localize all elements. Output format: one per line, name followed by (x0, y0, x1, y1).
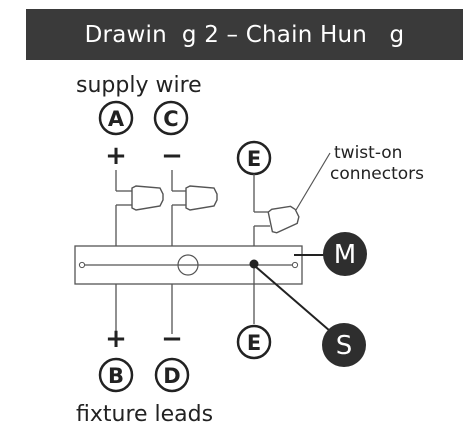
terminal-a-letter: A (108, 107, 125, 131)
wire-nut-c (185, 185, 218, 211)
terminal-b-circle (98, 357, 134, 393)
fixture-negative-sign: − (161, 324, 183, 354)
ground-top-letter: E (247, 147, 261, 171)
ground-bottom-letter: E (247, 331, 261, 355)
wire-nut-ground (267, 205, 300, 234)
diagram-title: Drawin g 2 – Chain Hun g (26, 9, 463, 60)
fixture-leads-label: fixture leads (76, 402, 213, 427)
wire-nut-a (131, 185, 164, 211)
terminal-a-circle (98, 100, 134, 136)
fixture-wires (115, 264, 255, 334)
callout-m-letter: M (334, 240, 356, 270)
terminal-d-circle (154, 357, 190, 393)
callout-m-circle (323, 232, 367, 276)
callout-s-letter: S (336, 331, 353, 361)
supply-negative-sign: − (161, 141, 183, 171)
terminal-c-letter: C (163, 107, 178, 131)
connectors-leader-line (295, 152, 331, 211)
connectors-label-line2: connectors (330, 164, 424, 184)
plate-screw-left (78, 261, 86, 269)
terminal-b-letter: B (108, 364, 124, 388)
plate-screw-right (291, 261, 299, 269)
terminal-d-letter: D (163, 364, 180, 388)
supply-wires (115, 170, 270, 264)
supply-wire-label: supply wire (76, 73, 202, 98)
ground-bottom-circle (236, 324, 272, 360)
fixture-positive-sign: + (105, 324, 127, 354)
terminal-c-circle (153, 100, 189, 136)
s-leader-line (255, 266, 331, 332)
connectors-label-line1: twist-on (334, 143, 402, 163)
callout-s-circle (322, 323, 366, 367)
ground-screw-dot (249, 259, 259, 269)
supply-positive-sign: + (105, 141, 127, 171)
